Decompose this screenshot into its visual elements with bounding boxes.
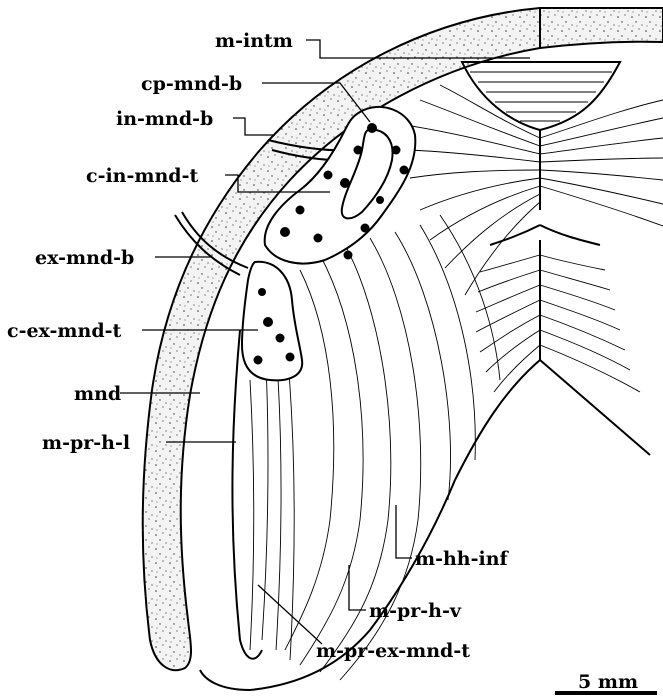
- label-m-pr-h-l: m-pr-h-l: [42, 432, 130, 454]
- external-barbel-cartilage: [242, 262, 302, 381]
- label-m-intm: m-intm: [215, 30, 293, 52]
- label-ex-mnd-b: ex-mnd-b: [35, 247, 134, 269]
- scale-bar-label: 5 mm: [578, 671, 638, 693]
- hyohyoid-inferior-fan: [455, 225, 650, 480]
- label-c-in-mnd-t: c-in-mnd-t: [86, 165, 198, 187]
- label-mnd: mnd: [74, 383, 121, 405]
- label-in-mnd-b: in-mnd-b: [116, 108, 213, 130]
- label-m-pr-ex-mnd-t: m-pr-ex-mnd-t: [316, 640, 470, 662]
- protractor-lateral-muscle: [232, 330, 262, 659]
- label-m-hh-inf: m-hh-inf: [415, 548, 510, 570]
- hyohyoid-muscle-fibers: [405, 85, 663, 295]
- intermandibular-muscle: [462, 62, 620, 130]
- label-c-ex-mnd-t: c-ex-mnd-t: [7, 320, 122, 342]
- label-m-pr-h-v: m-pr-h-v: [369, 600, 462, 622]
- mandible-bone: [143, 8, 663, 670]
- scale-bar: 5 mm: [555, 671, 657, 693]
- label-cp-mnd-b: cp-mnd-b: [141, 73, 242, 95]
